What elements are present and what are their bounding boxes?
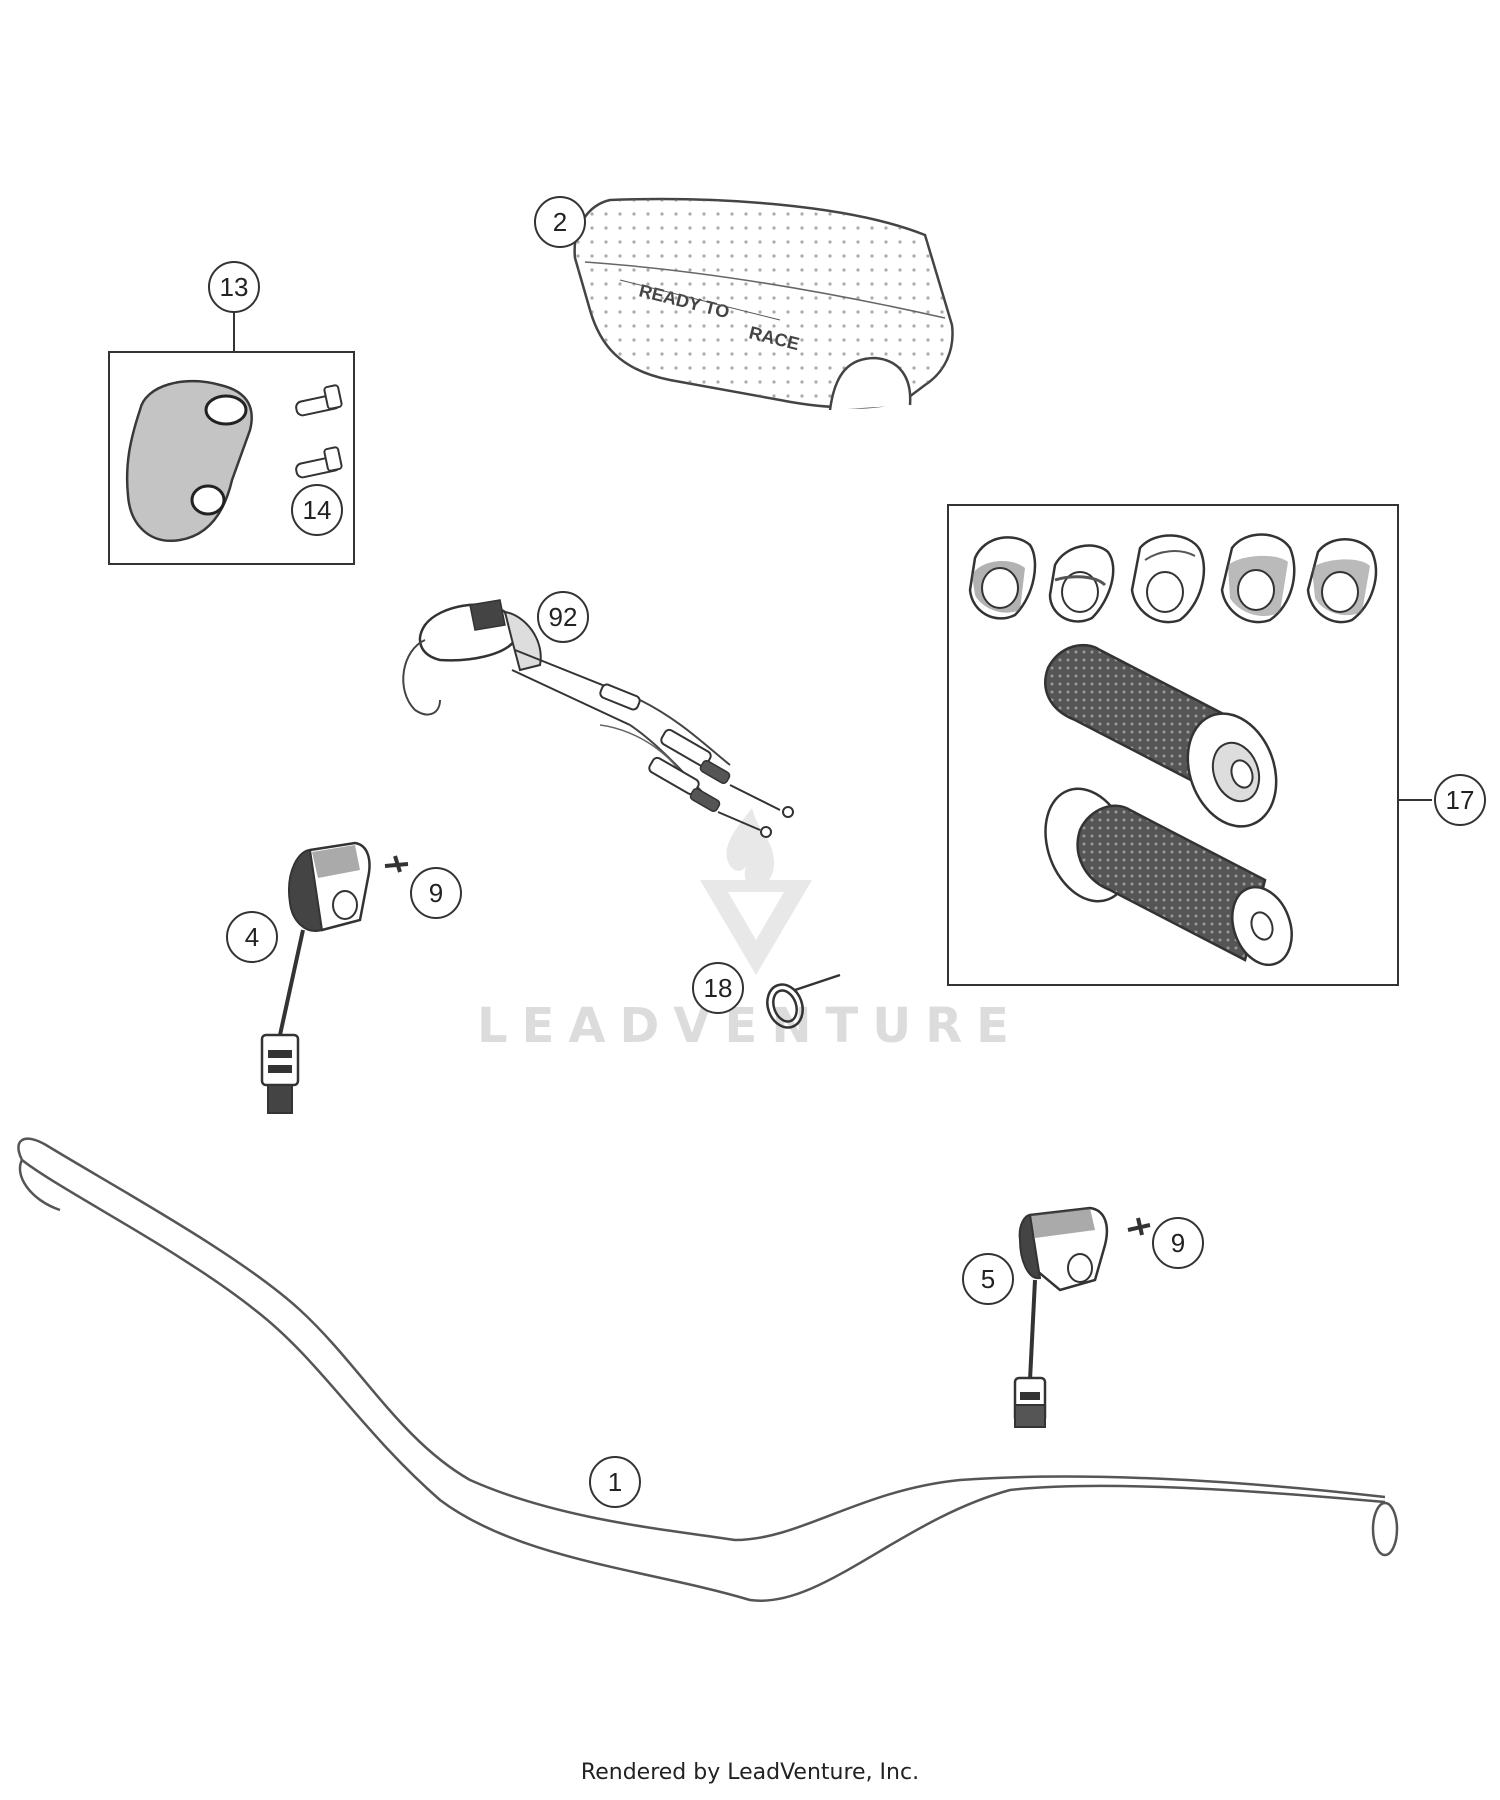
svg-text:92: 92	[549, 602, 578, 632]
clamp-kit	[108, 312, 355, 565]
svg-text:1: 1	[608, 1467, 622, 1497]
watermark-text: LEADVENTURE	[477, 998, 1023, 1054]
throttle-grip	[1044, 643, 1278, 828]
svg-text:4: 4	[245, 922, 259, 952]
throttle-cam	[1306, 538, 1378, 624]
handlebar-end	[1371, 1501, 1399, 1557]
grip-kit	[947, 504, 1432, 986]
callout-14: 14	[291, 484, 343, 536]
callout-18: 18	[692, 962, 744, 1014]
svg-text:14: 14	[303, 495, 332, 525]
watermark: LEADVENTURE	[477, 808, 1023, 1054]
callout-92: 92	[537, 591, 589, 643]
svg-text:5: 5	[981, 1264, 995, 1294]
grip-kit-box	[947, 504, 1399, 986]
cable-tie	[766, 973, 841, 1029]
right-handlebar-switch	[1013, 1206, 1151, 1428]
svg-text:18: 18	[704, 973, 733, 1003]
callout-2: 2	[534, 196, 586, 248]
callout-9-right: 9	[1152, 1217, 1204, 1269]
callout-9-left: 9	[410, 867, 462, 919]
svg-text:9: 9	[429, 878, 443, 908]
callout-1: 1	[589, 1456, 641, 1508]
throttle-cam	[1048, 544, 1115, 623]
callout-13: 13	[208, 261, 260, 313]
svg-text:2: 2	[553, 207, 567, 237]
bar-pad: READY TO RACE	[573, 197, 954, 411]
watermark-flame-icon	[726, 808, 775, 888]
throttle-cam	[1130, 534, 1206, 624]
throttle-cam	[1220, 533, 1296, 624]
svg-text:9: 9	[1171, 1228, 1185, 1258]
svg-text:13: 13	[220, 272, 249, 302]
bar-clamp-part	[125, 379, 253, 543]
bolt-icon	[295, 446, 343, 479]
left-handlebar-switch	[260, 841, 409, 1114]
left-grip	[1044, 787, 1293, 967]
callout-4: 4	[226, 911, 278, 963]
handlebar	[17, 1137, 1399, 1603]
throttle-cam-set	[968, 533, 1378, 624]
svg-text:17: 17	[1446, 785, 1475, 815]
clamp-kit-box	[108, 351, 355, 565]
watermark-v-icon	[700, 880, 812, 975]
callout-5: 5	[962, 1253, 1014, 1305]
throttle-cam	[968, 536, 1037, 620]
throttle-assembly	[402, 599, 794, 838]
callout-17: 17	[1434, 774, 1486, 826]
bolt-icon	[295, 384, 343, 417]
footer-credit: Rendered by LeadVenture, Inc.	[580, 1760, 920, 1785]
